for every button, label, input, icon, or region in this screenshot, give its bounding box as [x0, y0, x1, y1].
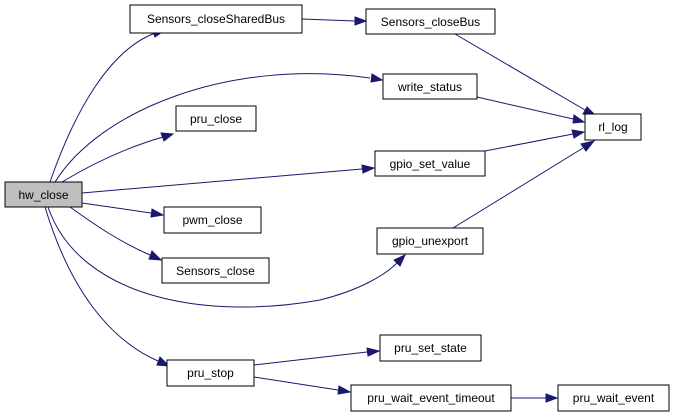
node-sensors-closebus[interactable]: Sensors_closeBus: [365, 8, 496, 35]
edge-gpio-unexport-to-rl-log: [452, 140, 596, 229]
edge-pru-wait-event-timeout-to-pru-wait-event: [511, 393, 559, 403]
node-pru-set-state-label: pru_set_state: [394, 341, 467, 355]
edge-hw-close-to-write-status: [54, 73, 384, 183]
node-sensors-close[interactable]: Sensors_close: [161, 257, 270, 284]
edge-hw-close-to-sensors-close: [69, 206, 163, 261]
node-hw-close-label: hw_close: [18, 188, 68, 202]
edge-hw-close-to-pwm-close: [81, 202, 165, 218]
edge-hw-close-to-sensors-closesharedbus: [49, 28, 167, 183]
node-pru-stop[interactable]: pru_stop: [166, 359, 255, 387]
node-pru-wait-event-timeout-label: pru_wait_event_timeout: [367, 391, 495, 405]
edge-hw-close-to-gpio-set-value: [81, 164, 376, 194]
node-pru-set-state[interactable]: pru_set_state: [379, 334, 482, 362]
node-pru-wait-event-timeout[interactable]: pru_wait_event_timeout: [350, 384, 512, 412]
node-gpio-set-value-label: gpio_set_value: [390, 157, 471, 171]
node-pru-close[interactable]: pru_close: [175, 105, 257, 132]
node-pru-close-label: pru_close: [190, 112, 242, 126]
edge-pru-stop-to-pru-wait-event-timeout: [253, 376, 352, 395]
node-write-status[interactable]: write_status: [382, 73, 478, 100]
edge-gpio-set-value-to-rl-log: [484, 129, 586, 152]
node-pwm-close[interactable]: pwm_close: [163, 206, 262, 234]
edge-hw-close-to-pru-close: [61, 132, 175, 183]
node-pru-stop-label: pru_stop: [187, 366, 234, 380]
edge-hw-close-to-gpio-unexport: [47, 206, 407, 308]
node-sensors-closebus-label: Sensors_closeBus: [381, 15, 480, 29]
node-rl-log-label: rl_log: [598, 120, 627, 134]
node-sensors-closesharedbus-label: Sensors_closeSharedBus: [147, 12, 285, 26]
node-pru-wait-event-label: pru_wait_event: [573, 391, 655, 405]
node-pwm-close-label: pwm_close: [182, 213, 242, 227]
edge-write-status-to-rl-log: [476, 96, 586, 124]
node-sensors-close-label: Sensors_close: [176, 264, 255, 278]
edge-hw-close-to-pru-stop: [44, 206, 171, 367]
node-sensors-closesharedbus[interactable]: Sensors_closeSharedBus: [129, 4, 303, 34]
node-pru-wait-event[interactable]: pru_wait_event: [557, 384, 670, 412]
node-rl-log[interactable]: rl_log: [584, 113, 642, 141]
node-gpio-unexport-label: gpio_unexport: [392, 234, 469, 248]
edge-pru-stop-to-pru-set-state: [253, 347, 381, 366]
node-write-status-label: write_status: [397, 80, 462, 94]
node-gpio-set-value[interactable]: gpio_set_value: [374, 150, 486, 177]
edge-sensors-closesharedbus-to-sensors-closebus: [301, 16, 368, 26]
node-gpio-unexport[interactable]: gpio_unexport: [376, 227, 484, 255]
node-hw-close[interactable]: hw_close: [4, 181, 83, 208]
